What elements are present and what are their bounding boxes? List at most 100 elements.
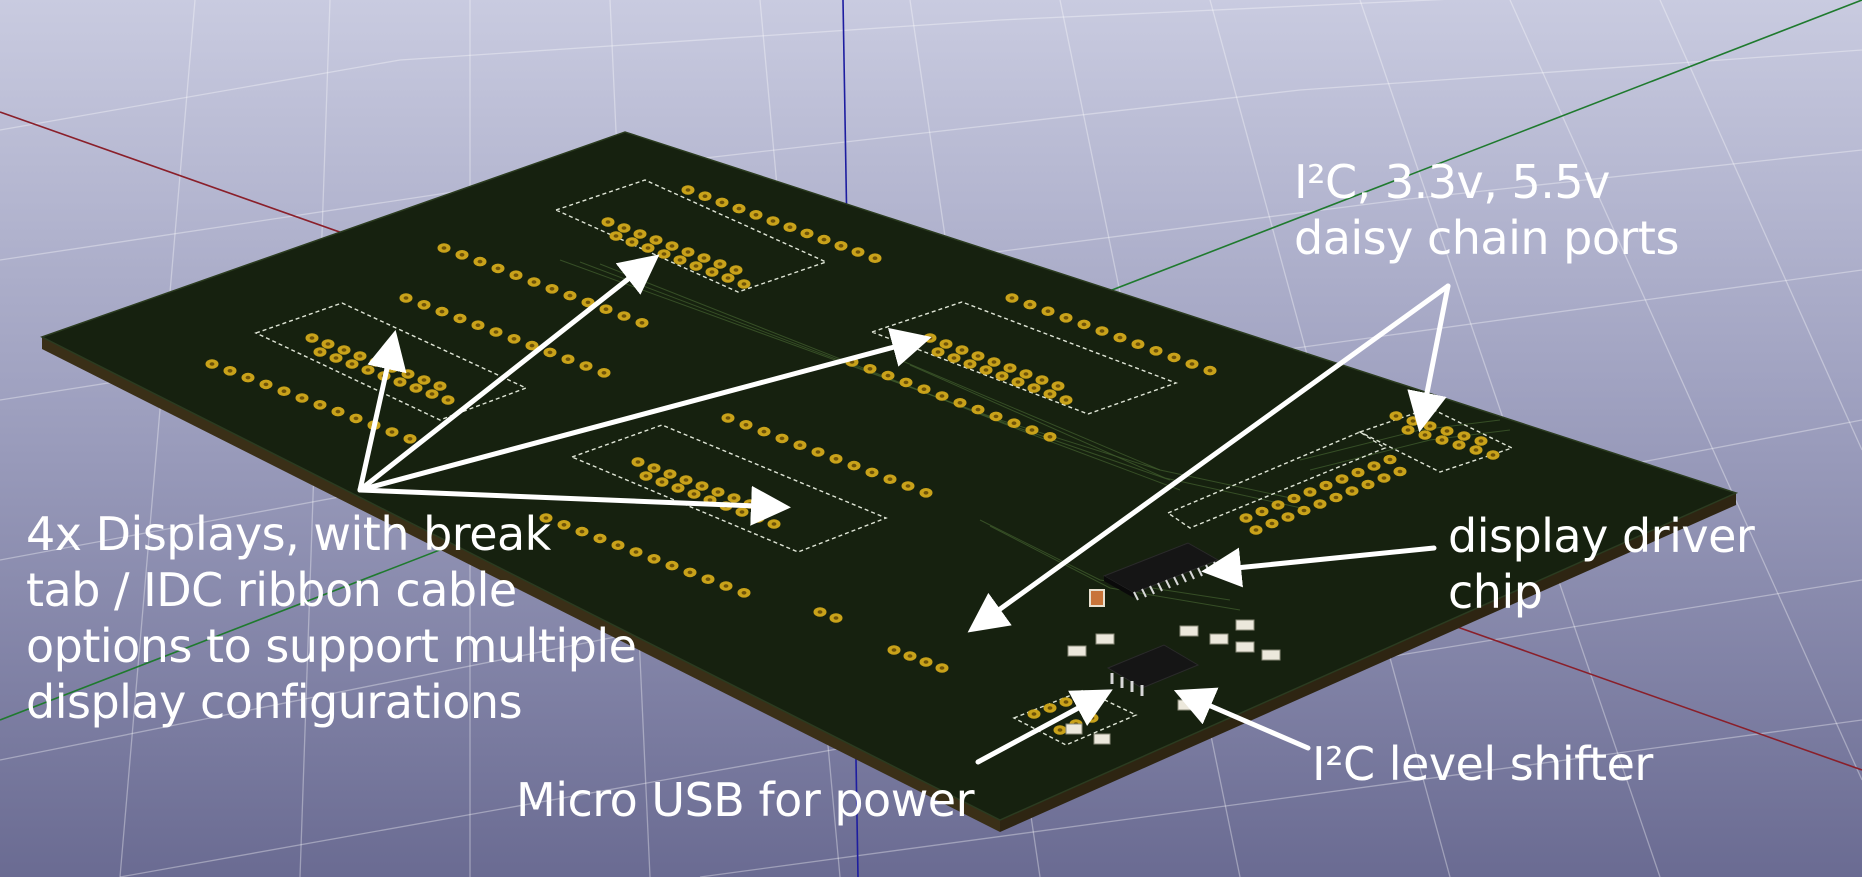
- pad-hole: [373, 360, 379, 364]
- pad-hole: [529, 343, 535, 348]
- pad-hole: [333, 356, 339, 360]
- pad-hole: [887, 477, 893, 482]
- display-outline-4: [570, 424, 888, 553]
- pad-hole: [1291, 496, 1297, 501]
- pad-hole: [349, 362, 355, 366]
- shifter-arrow: [1173, 687, 1311, 751]
- pad-hole: [725, 276, 731, 280]
- board-edge-side: [1000, 493, 1736, 832]
- pad-hole: [939, 666, 945, 670]
- pad-hole: [838, 244, 844, 248]
- pad-hole: [299, 396, 305, 400]
- pad-hole: [1253, 528, 1259, 532]
- pad-hole: [815, 450, 821, 454]
- pad-hole: [821, 237, 827, 242]
- pad-hole: [1011, 421, 1017, 426]
- pad-hole: [1039, 378, 1045, 382]
- pad-hole: [717, 262, 723, 266]
- pad-hole: [1301, 508, 1307, 513]
- driver-arrow: [1201, 545, 1437, 588]
- pad-hole: [1007, 366, 1013, 370]
- pad-hole: [1029, 428, 1035, 432]
- pad-hole: [1323, 483, 1329, 488]
- pad-hole: [549, 287, 555, 291]
- pad-hole: [1269, 521, 1275, 526]
- pad-hole: [1478, 439, 1484, 443]
- pad-hole: [867, 367, 873, 371]
- pad-hole: [325, 342, 331, 346]
- pad-hole: [967, 362, 973, 366]
- pad-hole: [1393, 414, 1399, 418]
- pad-hole: [891, 648, 897, 652]
- pad-hole: [993, 414, 999, 419]
- pad-hole: [833, 457, 839, 461]
- pad-hole: [667, 472, 673, 476]
- pad-hole: [1355, 470, 1361, 475]
- display-arrow-3: [357, 327, 932, 493]
- pad-hole: [741, 282, 747, 286]
- pad-hole: [1381, 476, 1387, 480]
- pad-hole: [683, 478, 689, 482]
- pad-hole: [357, 354, 363, 358]
- pad-hole: [1171, 355, 1177, 360]
- callout-display-driver: display driver chip: [1448, 509, 1755, 619]
- pad-hole: [1473, 448, 1479, 452]
- pad-hole: [1461, 434, 1467, 438]
- pad-hole: [1063, 316, 1069, 320]
- pad-hole: [885, 373, 891, 378]
- pad-hole: [975, 354, 981, 358]
- pad-hole: [389, 366, 395, 370]
- pad-hole: [493, 330, 499, 334]
- pad-hole: [1410, 419, 1416, 423]
- pad-hole: [653, 238, 659, 242]
- pad-hole: [731, 496, 737, 500]
- pad-hole: [669, 563, 675, 568]
- pad-hole: [719, 200, 725, 205]
- pad-hole: [621, 314, 627, 318]
- pad-hole: [1422, 433, 1428, 437]
- pad-hole: [709, 270, 715, 274]
- pad-hole: [613, 234, 619, 238]
- pad-hole: [565, 357, 571, 362]
- display-arrow-1: [357, 329, 407, 493]
- pad-hole: [1444, 429, 1450, 433]
- pad-hole: [421, 378, 427, 382]
- pad-hole: [855, 250, 861, 254]
- pad-hole: [903, 380, 909, 385]
- pad-hole: [583, 364, 589, 368]
- daisy-header-outline: [1166, 431, 1387, 529]
- pad-hole: [1285, 515, 1291, 519]
- pad-hole: [705, 577, 711, 581]
- display-outline-3: [869, 301, 1179, 415]
- pad-hole: [951, 356, 957, 360]
- pad-hole: [983, 368, 989, 372]
- pad-hole: [429, 392, 435, 396]
- pad-hole: [635, 460, 641, 464]
- pad-hole: [959, 348, 965, 352]
- pad-hole: [1031, 712, 1037, 716]
- pad-hole: [457, 316, 463, 321]
- pad-hole: [1015, 380, 1021, 384]
- pad-hole: [561, 523, 567, 527]
- pad-hole: [439, 309, 445, 314]
- pad-hole: [1317, 502, 1323, 506]
- pad-hole: [923, 660, 929, 664]
- pad-hole: [603, 307, 609, 312]
- pad-hole: [1397, 469, 1403, 474]
- daisy-arrow-to-header: [967, 283, 1451, 633]
- pad-hole: [907, 654, 913, 658]
- pad-hole: [651, 466, 657, 470]
- pad-hole: [511, 337, 517, 341]
- pad-hole: [407, 437, 413, 441]
- pad-hole: [317, 350, 323, 354]
- pad-hole: [905, 484, 911, 488]
- pad-hole: [1055, 384, 1061, 388]
- pad-hole: [397, 380, 403, 384]
- pad-hole: [1333, 495, 1339, 500]
- pad-hole: [739, 510, 745, 514]
- pad-hole: [547, 350, 553, 355]
- pad-hole: [693, 264, 699, 268]
- pad-hole: [743, 423, 749, 427]
- pad-hole: [851, 463, 857, 468]
- pad-hole: [437, 384, 443, 388]
